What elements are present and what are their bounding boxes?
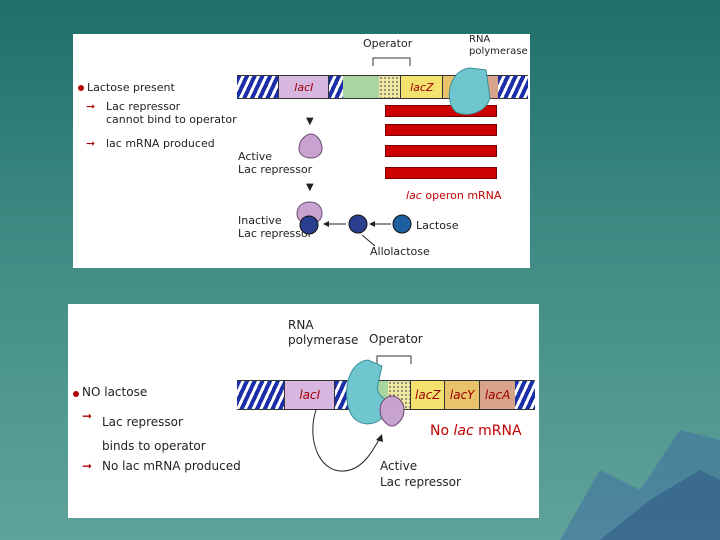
top-arrow-icon-1: ➞	[86, 100, 96, 113]
bottom-active-repressor-label: Active Lac repressor	[380, 459, 461, 489]
bottom-curved-arrow	[312, 409, 381, 472]
bottom-gene-lacY: lacY	[444, 381, 479, 409]
background-mountain-shape-2	[600, 470, 720, 540]
top-arrowhead-icon-1	[369, 221, 375, 227]
top-operator-bracket	[372, 57, 411, 66]
bottom-no-mrna-prefix: No	[430, 423, 454, 439]
top-rna-polymerase-label: RNA polymerase	[469, 34, 528, 57]
top-bullet-dot	[78, 85, 84, 91]
top-allolactose-label: Allolactose	[370, 245, 430, 258]
top-down-arrow-icon-1: ▼	[306, 116, 314, 127]
top-arrowhead-icon-2	[323, 221, 329, 227]
bottom-active-repressor-icon	[379, 395, 405, 427]
bottom-no-mrna-italic: lac	[453, 423, 474, 439]
bottom-bullet-no-mrna: No lac mRNA produced	[102, 459, 241, 473]
bottom-rna-polymerase-label: RNA polymerase	[288, 318, 359, 347]
bottom-panel	[68, 304, 539, 518]
top-bullet-mrna-produced: lac mRNA produced	[106, 137, 215, 150]
top-promoter	[343, 76, 379, 98]
top-bullet-lactose-present: Lactose present	[87, 81, 175, 94]
bottom-bullet-no-lactose: NO lactose	[82, 385, 148, 399]
top-operon-mrna-label: lac operon mRNA	[406, 189, 501, 202]
bottom-operator-bracket	[376, 355, 412, 364]
bottom-bullet-dot	[73, 391, 79, 397]
bottom-gene-lacI: lacI	[284, 381, 336, 409]
top-mrna-bar-4	[385, 167, 497, 179]
top-bound-allolactose-icon	[299, 215, 319, 235]
top-dna-right	[497, 76, 529, 98]
top-inactive-repressor-label: Inactive Lac repressor	[238, 214, 313, 240]
top-active-repressor-icon	[298, 133, 323, 159]
bottom-gene-lacZ: lacZ	[410, 381, 445, 409]
bottom-rna-polymerase-shape	[346, 359, 387, 425]
top-active-repressor-label: Active Lac repressor	[238, 150, 313, 176]
top-dna-mid	[329, 76, 344, 98]
top-operator-region	[378, 76, 401, 98]
top-mrna-bar-2	[385, 124, 497, 136]
bottom-arrow-icon-2: ➞	[82, 459, 93, 473]
top-lactose-icon	[392, 214, 412, 234]
bottom-no-mrna-suffix: mRNA	[473, 423, 522, 439]
top-operon-mrna-italic: lac	[406, 189, 422, 202]
bottom-dna-right	[515, 381, 535, 409]
bottom-dna-left	[237, 381, 285, 409]
top-gene-lacZ: lacZ	[400, 76, 443, 98]
top-rna-polymerase-shape	[448, 67, 491, 115]
bottom-no-mrna-label: No lac mRNA	[430, 423, 522, 439]
bottom-dna-mid	[335, 381, 350, 409]
top-mrna-bar-3	[385, 145, 497, 157]
top-down-arrow-icon-2: ▼	[306, 182, 314, 193]
top-allolactose-pointer	[361, 234, 376, 247]
top-operon-mrna-rest: operon mRNA	[421, 189, 502, 202]
bottom-bullet-repressor-binds: Lac repressor binds to operator	[102, 415, 206, 453]
top-arrow-icon-2: ➞	[86, 137, 96, 150]
top-operator-label: Operator	[363, 37, 413, 50]
bottom-arrowhead-icon	[376, 434, 383, 442]
bottom-operator-label: Operator	[369, 332, 423, 346]
top-dna-left	[237, 76, 279, 98]
top-gene-lacI: lacI	[278, 76, 330, 98]
top-lactose-label: Lactose	[416, 219, 459, 232]
bottom-arrow-icon-1: ➞	[82, 409, 93, 423]
top-allolactose-icon	[348, 214, 368, 234]
bottom-gene-lacA: lacA	[478, 381, 516, 409]
top-bullet-repressor-cannot-bind: Lac repressor cannot bind to operator	[106, 100, 237, 126]
